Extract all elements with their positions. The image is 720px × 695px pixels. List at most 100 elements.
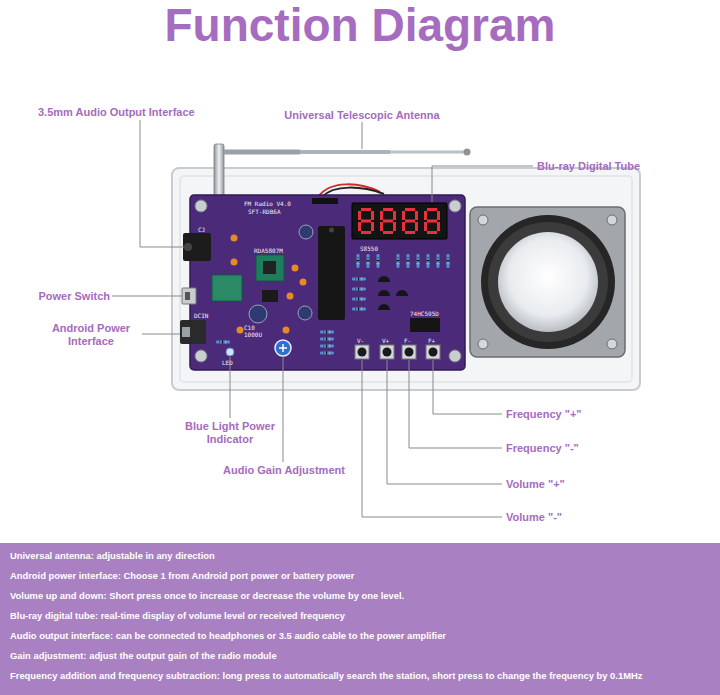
antenna-rod — [390, 151, 465, 154]
description-band: Universal antenna: adjustable in any dir… — [0, 543, 720, 695]
pcb-marking: SFT-RDB6A — [248, 208, 308, 215]
callout-label: Audio Gain Adjustment — [214, 464, 354, 477]
description-line: Audio output interface: can be connected… — [10, 630, 716, 642]
electrolytic-capacitor — [298, 306, 312, 320]
pin-header — [312, 198, 338, 204]
antenna-tip — [464, 149, 471, 156]
dc-jack — [180, 320, 206, 344]
leader-line — [230, 357, 231, 418]
antenna-base — [214, 144, 224, 196]
display-digit — [380, 208, 396, 234]
button-cap — [429, 348, 438, 357]
leader-line — [362, 122, 363, 149]
transistor — [378, 290, 390, 296]
display-digit — [424, 208, 440, 234]
display-digit — [358, 208, 374, 234]
electrolytic-capacitor — [299, 225, 313, 239]
description-line: Universal antenna: adjustable in any dir… — [10, 550, 716, 562]
pcb-marking: S8550 — [360, 245, 400, 252]
speaker-frame — [470, 207, 625, 357]
microcontroller-chip — [318, 226, 345, 320]
pcb-marking: V- — [357, 337, 371, 344]
pcb-marking: F+ — [428, 337, 442, 344]
callout-label: 3.5mm Audio Output Interface — [38, 106, 238, 119]
resistor — [320, 331, 334, 334]
ceramic-capacitor — [300, 279, 307, 286]
resistor — [352, 298, 366, 301]
antenna-rod — [224, 150, 300, 155]
screw — [607, 215, 617, 225]
antenna-rod — [300, 150, 390, 154]
chip-notch — [329, 228, 334, 233]
gain-potentiometer — [275, 340, 291, 356]
leader-line — [433, 360, 502, 414]
resistor — [320, 352, 334, 355]
amplifier-chip — [262, 290, 278, 302]
description-line: Blu-ray digital tube: real-time display … — [10, 610, 716, 622]
callout-label: Frequency "-" — [506, 442, 656, 455]
switch-lever — [185, 292, 190, 300]
pcb-marking: DCIN — [194, 312, 224, 319]
pcb-marking: 74HC595D — [410, 310, 460, 317]
callout-label: Power Switch — [20, 290, 110, 303]
pcb-marking: LED — [222, 359, 242, 366]
audio-jack-hole — [184, 243, 192, 251]
description-line: Volume up and down: Short press once to … — [10, 590, 716, 602]
screw — [478, 215, 488, 225]
display-digit — [402, 208, 418, 234]
leader-line — [387, 360, 502, 484]
push-button — [402, 345, 416, 359]
shift-register-chip — [410, 318, 440, 332]
ceramic-capacitor — [237, 327, 244, 334]
resistor — [352, 308, 366, 311]
callout-label: Volume "+" — [506, 478, 656, 491]
transistor — [378, 276, 390, 282]
transistor — [396, 290, 408, 296]
ceramic-capacitor — [292, 265, 299, 272]
push-button — [380, 345, 394, 359]
case-inner-edge — [180, 176, 632, 382]
screw — [607, 339, 617, 349]
resistor — [352, 288, 366, 291]
resistor — [437, 254, 440, 268]
callout-label: Blu-ray Digital Tube — [537, 160, 707, 173]
push-button — [426, 345, 440, 359]
resistor — [447, 254, 450, 268]
screw — [449, 200, 461, 212]
resistor — [216, 341, 230, 344]
leader-line — [140, 120, 184, 247]
button-cap — [358, 348, 367, 357]
pcb-marking: F- — [404, 337, 418, 344]
radio-module — [256, 255, 284, 281]
resistor — [397, 254, 400, 268]
leader-line — [432, 166, 533, 202]
radio-chip — [263, 261, 276, 274]
leader-lines — [112, 120, 533, 517]
ceramic-capacitor — [231, 259, 238, 266]
leader-line — [142, 334, 180, 335]
callout-label: Volume "-" — [506, 511, 656, 524]
pcb-board — [190, 195, 465, 370]
electrolytic-capacitor — [249, 305, 267, 323]
speaker-surround — [488, 222, 608, 342]
power-module — [212, 275, 242, 301]
pcb-marking: RDA5807M — [254, 247, 304, 254]
resistor — [417, 254, 420, 268]
speaker-cone — [498, 232, 598, 332]
ceramic-capacitor — [231, 235, 238, 242]
resistor — [377, 254, 380, 268]
dc-jack-port — [182, 327, 190, 337]
diagram-title: Function Diagram — [0, 0, 720, 50]
screw — [195, 200, 207, 212]
callout-label: Universal Telescopic Antenna — [272, 109, 452, 122]
power-led — [226, 348, 234, 356]
resistor — [352, 278, 366, 281]
screw — [478, 339, 488, 349]
callout-label: Android Power Interface — [40, 322, 142, 348]
leader-line — [362, 360, 502, 517]
screw — [449, 350, 461, 362]
button-cap — [405, 348, 414, 357]
speaker-rim — [481, 215, 615, 349]
ceramic-capacitor — [283, 327, 290, 334]
callout-label: Frequency "+" — [506, 408, 656, 421]
